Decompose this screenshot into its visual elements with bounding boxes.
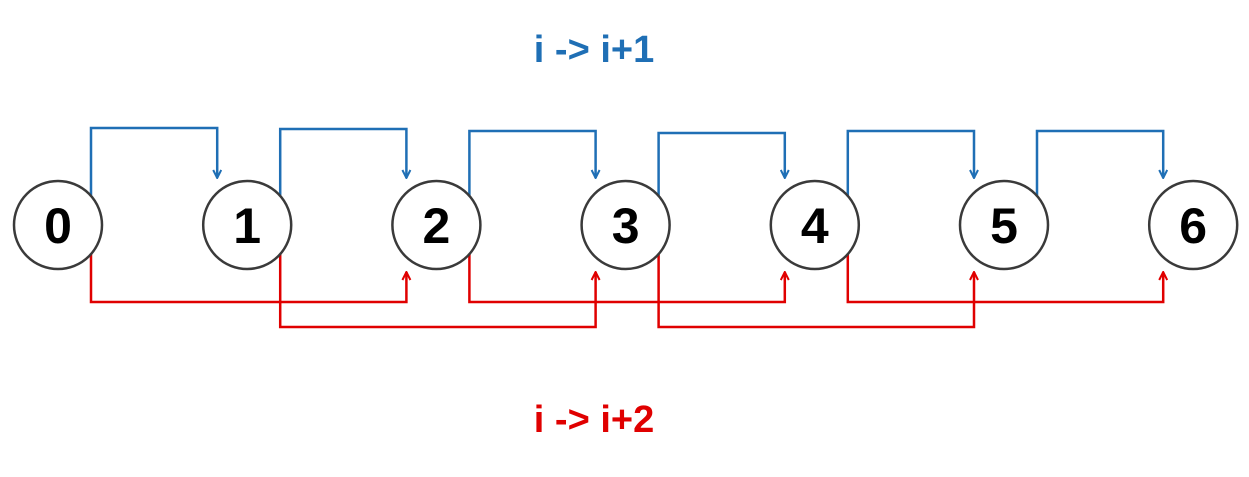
edge-5-to-6 [1035,129,1163,197]
nodes-group: 0 1 2 3 4 5 6 [12,179,1239,271]
legend-step-two: i -> i+2 [534,399,654,441]
node-label: 0 [44,198,72,254]
edge-2-to-4 [468,253,784,304]
edge-1-to-3 [278,253,595,329]
node-circle [580,179,671,271]
edges-i-plus-2 [89,253,1163,329]
node-label: 6 [1179,198,1207,254]
node-label: 1 [233,198,261,254]
node-circle [201,179,293,271]
edge-2-to-3 [468,129,595,197]
node-circle [1147,179,1239,271]
node-6: 6 [1147,179,1239,271]
edge-4-to-5 [846,129,974,197]
node-circle [391,179,482,271]
edge-3-to-5 [657,253,974,329]
node-label: 2 [422,198,450,254]
edge-0-to-2 [89,253,406,304]
node-circle [769,179,861,271]
node-1: 1 [201,179,293,271]
node-label: 3 [612,198,640,254]
node-label: 5 [990,198,1018,254]
node-0: 0 [12,179,104,271]
edge-1-to-2 [278,127,406,197]
node-label: 4 [801,198,829,254]
edge-3-to-4 [657,131,785,197]
node-circle [958,179,1050,271]
edge-4-to-6 [846,253,1163,304]
edge-0-to-1 [89,126,217,197]
node-circle [12,179,104,271]
node-2: 2 [391,179,482,271]
node-3: 3 [580,179,671,271]
legend-step-one: i -> i+1 [534,29,654,71]
node-5: 5 [958,179,1050,271]
edges-i-plus-1 [89,126,1163,197]
node-4: 4 [769,179,861,271]
